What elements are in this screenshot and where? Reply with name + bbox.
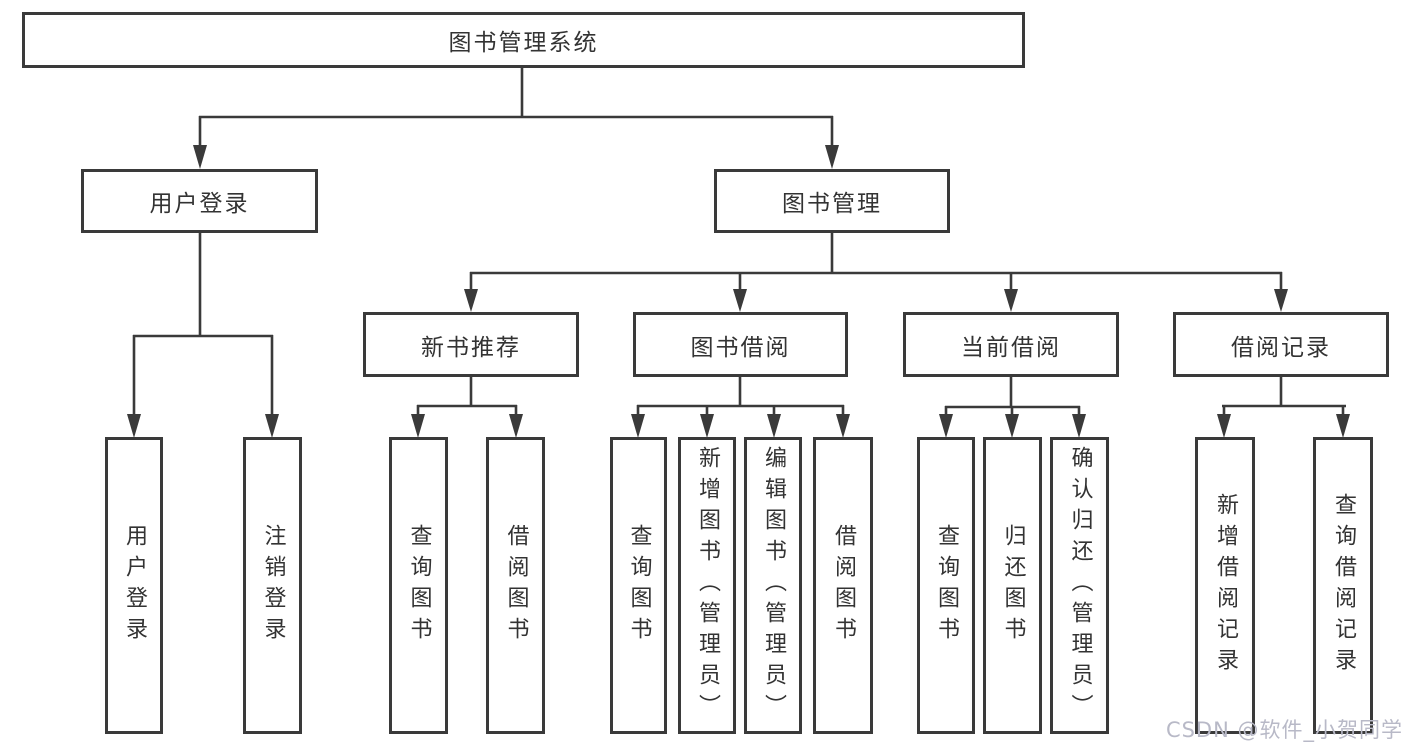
leaf-newbook-borrow: 借阅图书 <box>486 437 545 734</box>
connector-user-login-to-leaves <box>132 233 274 417</box>
connector-book-management-to-level3 <box>469 233 1283 292</box>
node-book-borrow: 图书借阅 <box>633 312 848 377</box>
connector-new-book-to-leaves <box>416 377 518 417</box>
connector-book-borrow-to-leaves <box>636 377 845 417</box>
leaf-current-return: 归还图书 <box>983 437 1042 734</box>
connector-root-to-level2 <box>198 67 834 148</box>
leaf-borrow-edit-admin: 编辑图书（管理员） <box>744 437 802 734</box>
node-borrow-record: 借阅记录 <box>1173 312 1389 377</box>
leaf-current-confirm-admin: 确认归还（管理员） <box>1050 437 1109 734</box>
node-user-login: 用户登录 <box>81 169 318 233</box>
node-new-book-recommend: 新书推荐 <box>363 312 579 377</box>
leaf-current-query: 查询图书 <box>917 437 975 734</box>
node-root-title: 图书管理系统 <box>22 12 1025 68</box>
arrowheads-new-book-leaves <box>411 414 523 438</box>
arrowheads-book-borrow-leaves <box>631 414 850 438</box>
node-current-borrow: 当前借阅 <box>903 312 1119 377</box>
arrowheads-level3 <box>464 289 1288 312</box>
leaf-borrow-query: 查询图书 <box>610 437 667 734</box>
arrowheads-level2 <box>193 145 839 169</box>
connector-current-borrow-to-leaves <box>944 377 1081 417</box>
leaf-logout: 注销登录 <box>243 437 302 734</box>
leaf-borrow-add-admin: 新增图书（管理员） <box>678 437 736 734</box>
csdn-watermark: CSDN @软件_小贺同学 <box>1165 718 1403 742</box>
arrowheads-current-borrow-leaves <box>939 414 1086 438</box>
arrowheads-user-login-leaves <box>127 414 279 438</box>
arrowheads-borrow-record-leaves <box>1217 414 1350 438</box>
leaf-user-login: 用户登录 <box>105 437 163 734</box>
node-book-management: 图书管理 <box>714 169 950 233</box>
leaf-record-add: 新增借阅记录 <box>1195 437 1255 734</box>
leaf-record-query: 查询借阅记录 <box>1313 437 1373 734</box>
connector-borrow-record-to-leaves <box>1222 377 1346 417</box>
leaf-borrow-book: 借阅图书 <box>813 437 873 734</box>
leaf-newbook-query: 查询图书 <box>389 437 448 734</box>
